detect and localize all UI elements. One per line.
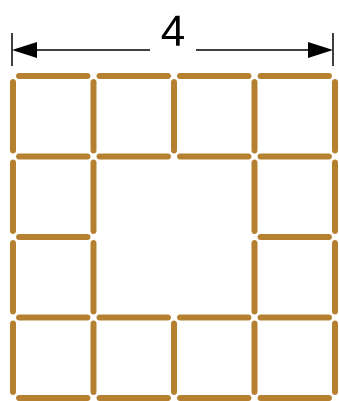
dimension-annotation: 4 [12,7,333,66]
matchstick-grid [13,76,335,398]
left-arrowhead-icon [12,42,37,58]
right-arrowhead-icon [308,42,333,58]
dimension-label: 4 [161,7,185,56]
